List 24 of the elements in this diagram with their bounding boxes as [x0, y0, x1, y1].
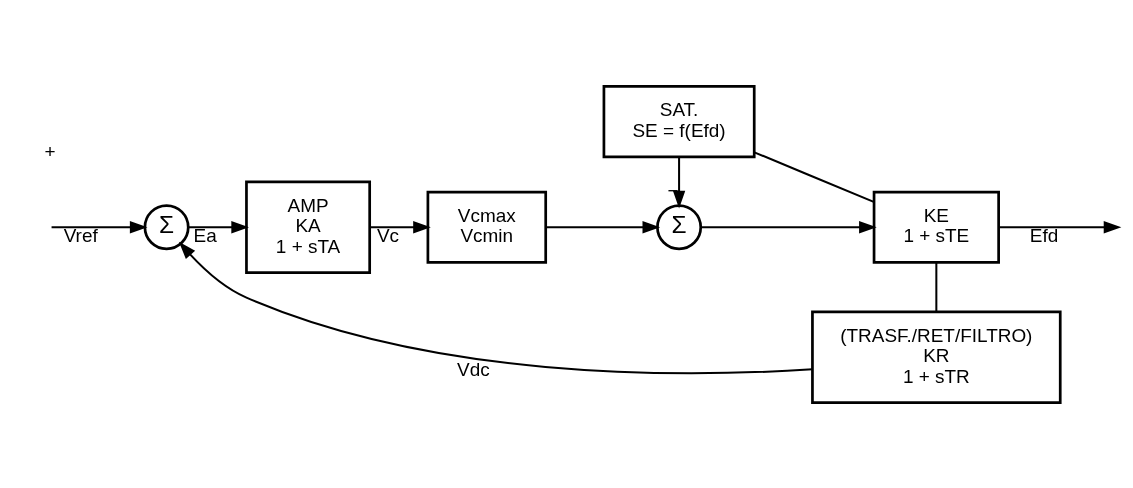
node-box: Vcmax Vcmin	[426, 190, 548, 264]
node-circle: Σ	[143, 203, 190, 250]
edge-label: Vc	[376, 224, 399, 246]
arrow	[188, 220, 249, 233]
arrow	[370, 220, 431, 233]
node-box: (TRASF./RET/FILTRO) KR 1 + sTR	[811, 310, 1062, 404]
arrow	[998, 220, 1122, 233]
label: +	[44, 140, 56, 162]
node-box: KE 1 + sTE	[872, 190, 1000, 264]
arrow	[700, 220, 877, 233]
edge-label: −	[667, 179, 679, 201]
arrow	[672, 156, 686, 208]
edge-label: Ea	[193, 224, 217, 246]
edge-label: Vref	[63, 224, 98, 246]
connector	[935, 262, 938, 311]
edge-label: Vdc	[457, 358, 490, 380]
node-box: AMP KA 1 + sTA	[245, 180, 372, 274]
arrow	[178, 241, 813, 374]
node-circle: Σ	[656, 203, 703, 250]
connector	[754, 150, 875, 203]
arrow	[51, 220, 148, 233]
arrow	[546, 220, 661, 233]
node-box: SAT. SE = f(Efd)	[602, 84, 756, 158]
edge-label: Efd	[1029, 224, 1059, 246]
